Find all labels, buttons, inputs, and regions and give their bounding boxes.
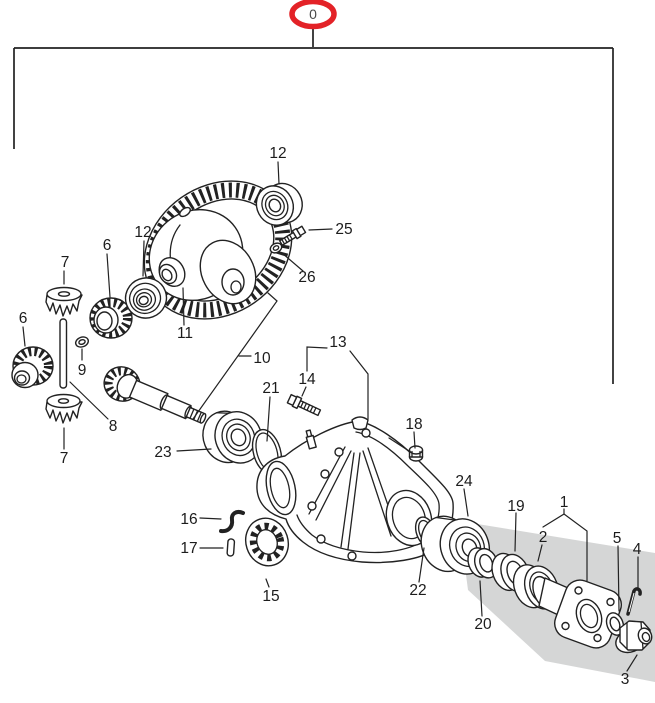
part-label-24: 24 <box>455 473 473 490</box>
part-label-12-left: 12 <box>134 224 151 241</box>
clip-16 <box>219 509 245 534</box>
callout-0-label: 0 <box>309 6 317 22</box>
bearing-23 <box>202 410 263 464</box>
part-label-26: 26 <box>298 269 315 286</box>
washer-9 <box>74 336 90 348</box>
nut-18 <box>408 445 424 462</box>
drive-pinion-shaft <box>103 366 207 424</box>
pin-17 <box>226 538 236 557</box>
part-label-19: 19 <box>507 498 524 515</box>
part-label-18: 18 <box>405 416 422 433</box>
pinion-shaft-8 <box>59 318 68 389</box>
part-label-15: 15 <box>262 588 279 605</box>
part-label-16: 16 <box>180 511 197 528</box>
part-label-5: 5 <box>613 530 622 547</box>
part-label-6-left: 6 <box>19 310 28 327</box>
part-label-2: 2 <box>539 529 548 546</box>
part-label-12-top: 12 <box>269 145 286 162</box>
pinion-gear-7-top <box>45 286 83 317</box>
part-label-9: 9 <box>78 362 87 379</box>
part-label-14: 14 <box>298 371 316 388</box>
bolt-25 <box>278 225 307 246</box>
side-gear-6-top <box>89 297 133 339</box>
slotted-washer-15 <box>244 517 290 567</box>
highlight-oval <box>289 0 337 30</box>
part-label-6-top: 6 <box>103 237 112 254</box>
part-label-20: 20 <box>474 616 492 633</box>
assembly-bracket-frame <box>13 27 614 384</box>
part-label-11: 11 <box>177 325 193 342</box>
bolt-14 <box>286 393 322 417</box>
washer-26 <box>269 242 283 254</box>
part-label-10: 10 <box>253 350 271 367</box>
part-label-7-bottom: 7 <box>60 450 69 467</box>
part-label-25: 25 <box>335 221 352 238</box>
side-gear-6-left <box>11 346 54 389</box>
bearing-12-top <box>255 182 303 226</box>
part-label-22: 22 <box>409 582 426 599</box>
pinion-gear-7-bottom <box>45 393 83 424</box>
ring-gear-and-diff-case <box>143 180 293 320</box>
part-label-4: 4 <box>633 541 642 558</box>
part-label-17: 17 <box>180 540 197 557</box>
highlight-callout-0[interactable]: 0 <box>289 0 337 30</box>
breather-stud <box>305 429 317 450</box>
part-label-13: 13 <box>329 334 346 351</box>
part-label-1: 1 <box>560 494 569 511</box>
bearing-12-left <box>124 277 168 319</box>
part-label-3: 3 <box>621 671 630 688</box>
part-label-21: 21 <box>262 380 279 397</box>
part-number-labels: 12 25 26 12 6 7 6 9 8 7 11 10 13 14 21 1… <box>19 145 642 688</box>
cotter-pin-4 <box>626 587 642 616</box>
part-label-8: 8 <box>109 418 118 435</box>
part-label-7-top: 7 <box>61 254 70 271</box>
companion-flange-1 <box>532 575 622 649</box>
leader-lines <box>22 161 639 672</box>
nut-3 <box>615 620 653 654</box>
part-label-23: 23 <box>154 444 171 461</box>
